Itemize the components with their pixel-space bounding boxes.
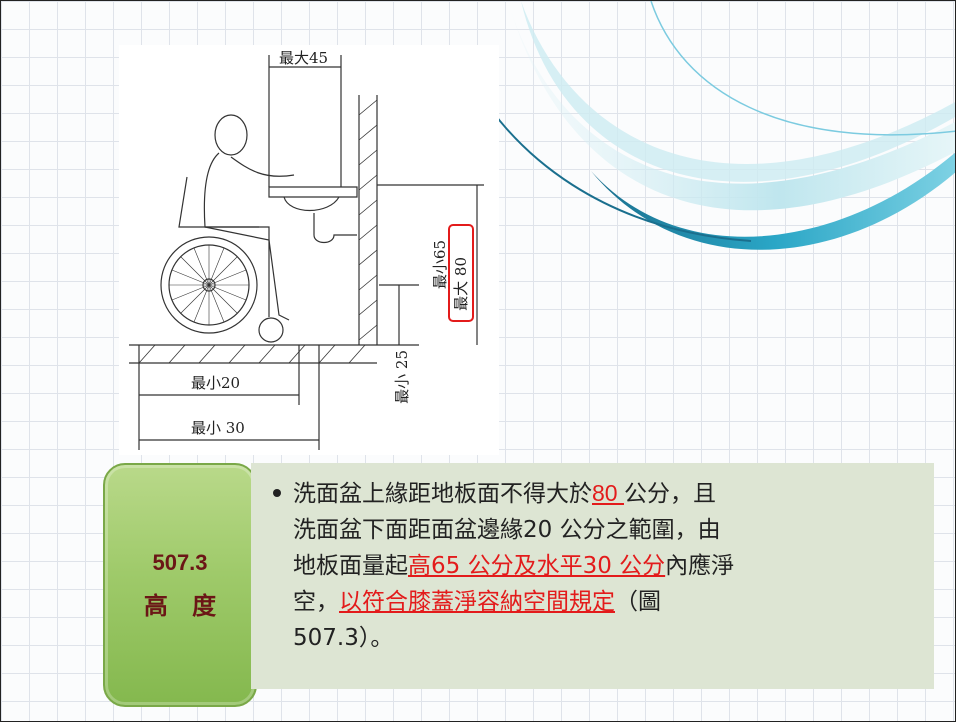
regulation-text: 洗面盆上緣距地板面不得大於80 公分，且 洗面盆下面距面盆邊緣20 公分之範圍，… — [293, 475, 923, 656]
text-line4-a: 空， — [293, 589, 339, 615]
bullet-icon — [273, 489, 281, 497]
section-title: 高 度 — [143, 591, 225, 620]
text-line5: 507.3）。 — [293, 625, 394, 651]
text-line3-b: 內應淨 — [665, 553, 735, 579]
label-max45: 最大45 — [279, 49, 328, 67]
text-line1-b: 公分，且 — [623, 481, 716, 507]
label-min20: 最小20 — [191, 374, 240, 392]
label-min25: 最小 25 — [393, 350, 411, 404]
text-line4-red: 以符合膝蓋淨容納空間規定 — [339, 589, 615, 615]
label-max80: 最大 80 — [452, 257, 470, 311]
section-badge: 507.3 高 度 — [103, 463, 257, 707]
diagram-drawing: 最大45 最大 80 最小65 最小 25 最小20 最小 30 — [129, 49, 484, 450]
decorative-swoosh — [460, 1, 955, 250]
section-code: 507.3 — [152, 549, 208, 575]
text-line1-red: 80 — [592, 480, 624, 506]
text-line3-red: 高65 公分及水平30 公分 — [408, 553, 666, 579]
regulation-textbox: 洗面盆上緣距地板面不得大於80 公分，且 洗面盆下面距面盆邊緣20 公分之範圍，… — [251, 463, 934, 689]
text-line1-a: 洗面盆上緣距地板面不得大於 — [293, 481, 592, 507]
label-min30: 最小 30 — [191, 419, 245, 437]
text-line3-a: 地板面量起 — [293, 553, 408, 579]
wheelchair-sink-diagram: 最大45 最大 80 最小65 最小 25 最小20 最小 30 — [119, 45, 499, 455]
label-min65: 最小65 — [431, 240, 449, 289]
text-line2: 洗面盆下面距面盆邊緣20 公分之範圍，由 — [293, 517, 721, 543]
text-line4-b: （圖 — [615, 589, 661, 615]
